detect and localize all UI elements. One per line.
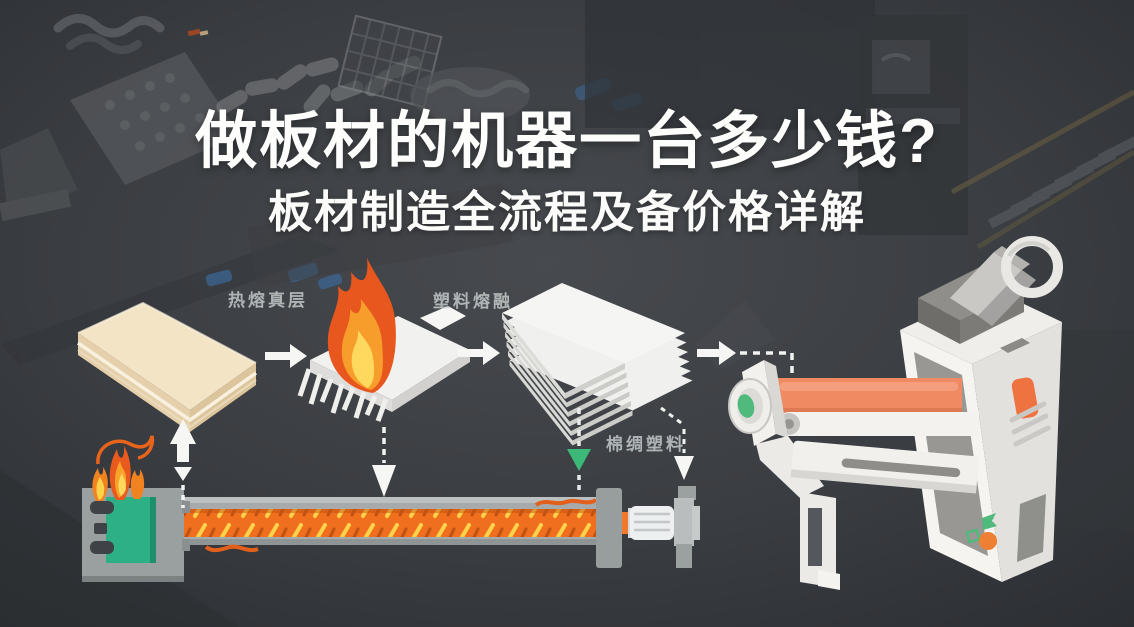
dashed-arrow-down-icon-2 <box>660 406 694 480</box>
dashed-arrow-down-icon-1 <box>372 427 396 497</box>
flame-icon <box>327 258 396 393</box>
dashed-arrow-green-icon <box>567 408 591 492</box>
extruder-machine <box>82 435 700 582</box>
arrow-right-icon-3 <box>697 341 736 365</box>
sheet-stack <box>502 283 693 446</box>
double-arrow-vertical-icon <box>170 419 196 508</box>
flow-label-step1: 热熔真层 <box>228 291 308 310</box>
laminator-machine <box>728 236 1063 590</box>
page-title: 做板材的机器一台多少钱? <box>195 107 939 176</box>
flow-label-step3: 棉绸塑料 <box>606 435 686 454</box>
arrow-right-icon-1 <box>265 344 307 368</box>
page-subtitle: 板材制造全流程及备价格详解 <box>268 188 866 237</box>
arrow-right-icon-2 <box>458 341 500 365</box>
raw-board <box>77 301 258 432</box>
flow-label-step2: 塑料熔融 <box>433 292 513 311</box>
